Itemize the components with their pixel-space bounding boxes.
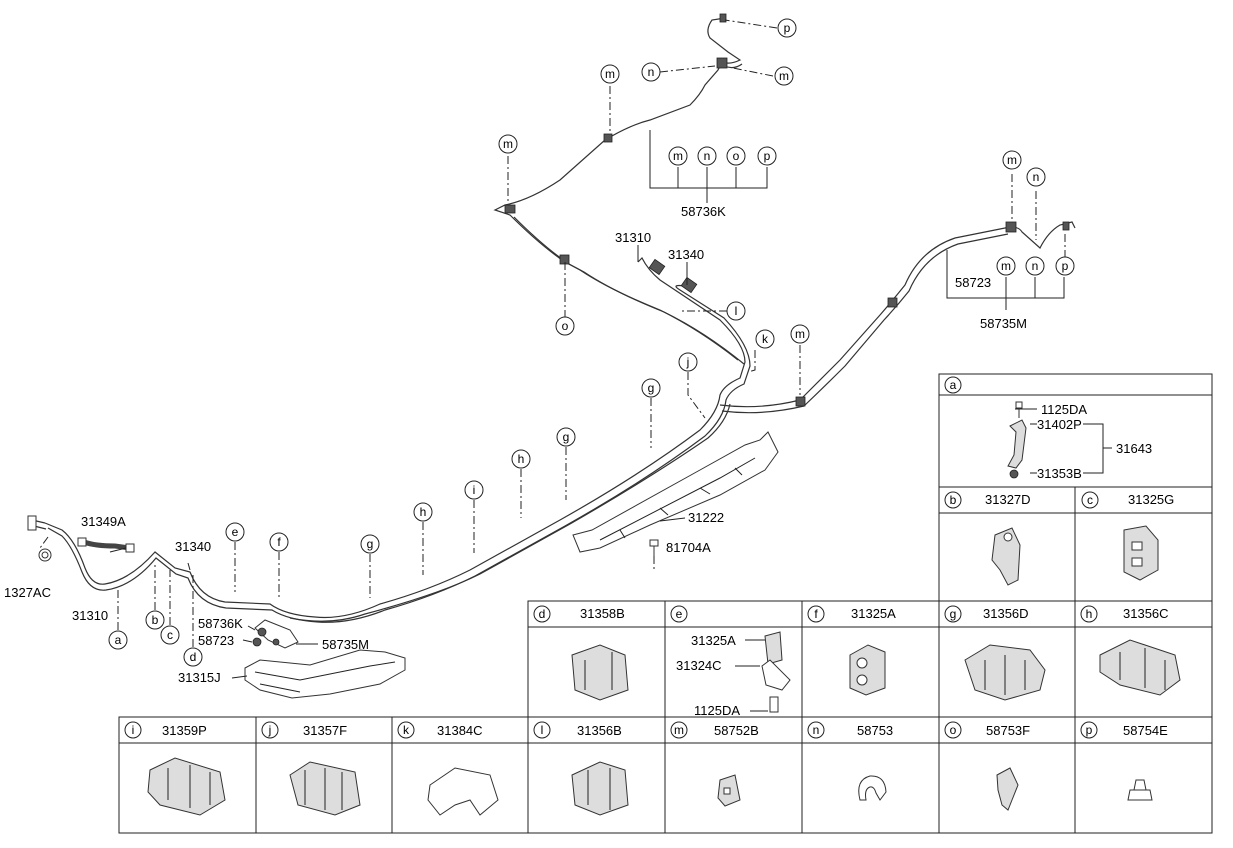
part-label-31222: 31222 <box>688 510 724 525</box>
main-callouts: a b c d e f g h i h g g j k l m o m m n … <box>108 18 1075 667</box>
callout-i: i <box>473 483 476 497</box>
callout-o: o <box>733 149 740 163</box>
callout-k: k <box>762 332 769 346</box>
part-label-31340: 31340 <box>668 247 704 262</box>
panel-e-letter: e <box>676 607 683 621</box>
panel-a-part-31643: 31643 <box>1116 441 1152 456</box>
callout-p: p <box>1062 259 1069 273</box>
fuel-pipe-assembly <box>27 13 1076 649</box>
callout-m: m <box>779 69 789 83</box>
callout-n: n <box>1032 259 1039 273</box>
part-label-58736K: 58736K <box>681 204 726 219</box>
legend-part-31359P: 31359P <box>162 723 207 738</box>
panel-c-letter: c <box>1087 493 1093 507</box>
panel-e-part-1125DA: 1125DA <box>694 703 740 718</box>
part-label-58736K: 58736K <box>198 616 243 631</box>
panel-a-part-1125DA: 1125DA <box>1041 402 1087 417</box>
part-label-31310: 31310 <box>72 608 108 623</box>
legend-part-31358B: 31358B <box>580 606 625 621</box>
part-label-31340: 31340 <box>175 539 211 554</box>
callout-m: m <box>795 327 805 341</box>
callout-m: m <box>1001 259 1011 273</box>
part-label-81704A: 81704A <box>666 540 711 555</box>
part-label-31315J: 31315J <box>178 670 221 685</box>
panel-l-letter: l <box>541 723 544 737</box>
callout-c: c <box>167 628 173 642</box>
fuel-line-guard-31222 <box>572 431 779 553</box>
legend-part-31356C: 31356C <box>1123 606 1169 621</box>
legend-part-31327D: 31327D <box>985 492 1031 507</box>
legend-part-31357F: 31357F <box>303 723 347 738</box>
callout-m: m <box>503 137 513 151</box>
callout-o: o <box>562 319 569 333</box>
callout-n: n <box>704 149 711 163</box>
callout-j: j <box>686 355 690 369</box>
callout-p: p <box>764 149 771 163</box>
legend-part-58752B: 58752B <box>714 723 759 738</box>
panel-b-letter: b <box>950 493 957 507</box>
panel-j-letter: j <box>268 723 272 737</box>
panel-a-letter: a <box>950 378 957 392</box>
part-number-labels: 31349A 1327AC 31310 31340 31310 31340 58… <box>4 204 1027 685</box>
part-label-31310: 31310 <box>615 230 651 245</box>
legend-part-31325G: 31325G <box>1128 492 1174 507</box>
callout-h: h <box>420 505 427 519</box>
callout-leaders <box>39 19 1066 647</box>
parts-legend-table: a 1125DA 31402P 31353B 31643 b 31327D c … <box>118 373 1213 834</box>
panel-a-part-31402P: 31402P <box>1037 417 1082 432</box>
part-label-58735M: 58735M <box>322 637 369 652</box>
panel-a-part-31353B: 31353B <box>1037 466 1082 481</box>
legend-part-58753: 58753 <box>857 723 893 738</box>
callout-n: n <box>648 65 655 79</box>
callout-h: h <box>518 452 525 466</box>
panel-i-letter: i <box>132 723 135 737</box>
callout-g: g <box>367 537 374 551</box>
callout-g: g <box>648 381 655 395</box>
legend-part-31356B: 31356B <box>577 723 622 738</box>
part-label-1327AC: 1327AC <box>4 585 51 600</box>
callout-m: m <box>605 67 615 81</box>
panel-g-letter: g <box>950 607 957 621</box>
callout-m: m <box>673 149 683 163</box>
panel-k-letter: k <box>403 723 410 737</box>
part-label-58723: 58723 <box>198 633 234 648</box>
legend-part-31356D: 31356D <box>983 606 1029 621</box>
legend-part-31384C: 31384C <box>437 723 483 738</box>
panel-h-letter: h <box>1086 607 1093 621</box>
part-label-58735M: 58735M <box>980 316 1027 331</box>
callout-d: d <box>190 650 197 664</box>
callout-a: a <box>115 633 122 647</box>
panel-p-letter: p <box>1086 723 1093 737</box>
legend-part-58754E: 58754E <box>1123 723 1168 738</box>
panel-m-letter: m <box>674 723 684 737</box>
callout-m: m <box>1007 153 1017 167</box>
panel-e-part-31325A: 31325A <box>691 633 736 648</box>
panel-f-letter: f <box>814 607 818 621</box>
part-label-31349A: 31349A <box>81 514 126 529</box>
protector-31315J <box>244 649 406 699</box>
callout-f: f <box>277 535 281 549</box>
panel-n-letter: n <box>813 723 820 737</box>
callout-b: b <box>152 613 159 627</box>
group-brackets <box>109 130 1112 679</box>
callout-n: n <box>1033 170 1040 184</box>
callout-l: l <box>735 304 738 318</box>
panel-o-letter: o <box>950 723 957 737</box>
panel-d-letter: d <box>539 607 546 621</box>
part-label-58723: 58723 <box>955 275 991 290</box>
callout-p: p <box>784 21 791 35</box>
callout-e: e <box>232 525 239 539</box>
callout-g: g <box>563 430 570 444</box>
legend-part-31325A: 31325A <box>851 606 896 621</box>
legend-part-58753F: 58753F <box>986 723 1030 738</box>
panel-e-part-31324C: 31324C <box>676 658 722 673</box>
